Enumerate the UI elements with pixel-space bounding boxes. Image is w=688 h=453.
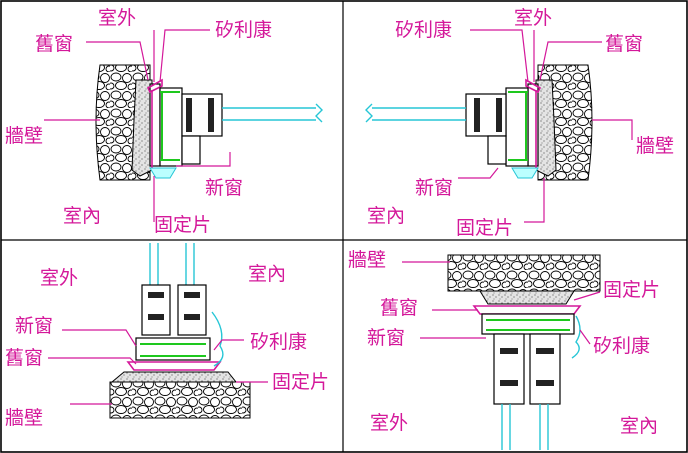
label-old-window: 舊窗 (605, 33, 643, 55)
label-new-window: 新窗 (15, 315, 53, 337)
label-outdoor: 室外 (370, 412, 408, 434)
label-outdoor: 室外 (98, 7, 136, 29)
new-window-frame (481, 313, 575, 405)
glass-pane (501, 404, 549, 450)
label-silicone: 矽利康 (395, 19, 452, 41)
panel-top-left: 室外 舊窗 矽利康 牆壁 新窗 室內 固定片 (5, 7, 323, 236)
label-old-window: 舊窗 (5, 347, 43, 369)
fixing-piece (571, 315, 581, 359)
fixing-piece (211, 311, 224, 367)
cement-filler (131, 79, 153, 177)
panel-bottom-right: 牆壁 舊窗 新窗 固定片 矽利康 室外 室內 (348, 249, 660, 450)
label-outdoor: 室外 (514, 7, 552, 29)
cement-filler (110, 371, 238, 383)
label-silicone: 矽利康 (593, 335, 650, 357)
panel-bottom-left: 室外 室內 新窗 舊窗 矽利康 固定片 牆壁 (5, 243, 329, 429)
glass-pane (222, 103, 323, 123)
new-window-frame (135, 284, 211, 361)
label-silicone: 矽利康 (215, 19, 272, 41)
label-fixing-piece: 固定片 (456, 217, 513, 239)
label-old-window: 舊窗 (380, 297, 418, 319)
label-wall: 牆壁 (348, 249, 386, 271)
fixing-piece (511, 167, 539, 179)
label-wall: 牆壁 (5, 407, 43, 429)
label-fixing-piece: 固定片 (272, 371, 329, 393)
label-wall: 牆壁 (636, 135, 674, 157)
label-outdoor: 室外 (40, 267, 78, 289)
label-old-window: 舊窗 (35, 33, 73, 55)
label-new-window: 新窗 (415, 177, 453, 199)
cement-filler (479, 290, 575, 305)
old-window-frame (472, 305, 582, 315)
wall-masonry (447, 254, 601, 292)
wall-masonry (109, 381, 251, 419)
label-wall: 牆壁 (5, 125, 43, 147)
panel-top-right: 室外 舊窗 矽利康 牆壁 新窗 室內 固定片 (365, 7, 674, 239)
label-fixing-piece: 固定片 (603, 279, 660, 301)
fixing-piece (149, 167, 177, 179)
glass-pane (149, 243, 195, 285)
cement-filler (535, 79, 557, 177)
label-fixing-piece: 固定片 (154, 214, 211, 236)
label-indoor: 室內 (620, 415, 658, 437)
label-indoor: 室內 (248, 263, 286, 285)
new-window-frame (159, 87, 223, 167)
label-silicone: 矽利康 (250, 331, 307, 353)
label-new-window: 新窗 (205, 177, 243, 199)
label-new-window: 新窗 (367, 327, 405, 349)
glass-pane (365, 103, 466, 123)
old-window-frame (126, 361, 222, 371)
label-indoor: 室內 (367, 205, 405, 227)
label-indoor: 室內 (63, 205, 101, 227)
new-window-frame (465, 87, 529, 167)
